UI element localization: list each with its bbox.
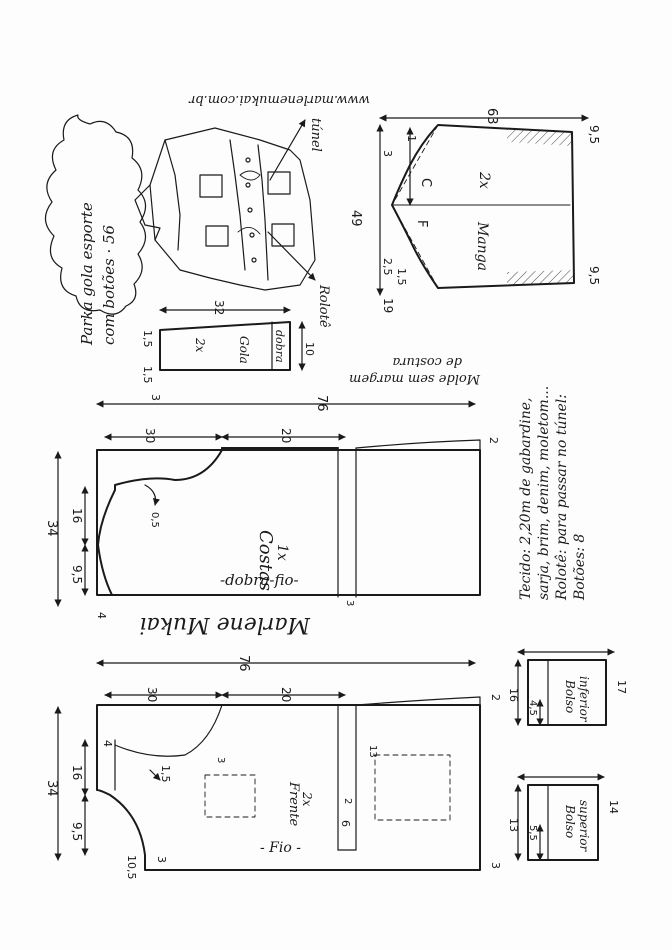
- bolso-inferior-name2: inferior: [577, 676, 591, 723]
- costas-dim-width: 76: [314, 395, 329, 412]
- bolso-superior-dim-13: 13: [507, 818, 520, 832]
- frente-name: Frente: [286, 781, 301, 827]
- gola-dim-left-top: 1,5: [141, 330, 154, 348]
- frente-dim-20: 20: [279, 687, 293, 702]
- costas-dim-30: 30: [143, 428, 157, 443]
- frente-piece: 76 30 20 34 16 9,5 10,5 3 4 1,5 6 2 3 13…: [44, 655, 502, 880]
- frente-dim-10-5: 10,5: [125, 855, 138, 880]
- frente-dim-2: 2: [342, 798, 353, 804]
- costas-name: Costas: [255, 530, 276, 591]
- gola-count: 2x: [193, 337, 207, 353]
- materials-text: Tecido: 2,20m de gabardine, sarja, brim,…: [518, 386, 588, 601]
- gola-fold: dobra: [273, 330, 286, 363]
- gola-piece: 32 1,5 1,5 10 3 2x Gola dobra: [141, 300, 316, 401]
- manga-dim-width: 63: [484, 108, 499, 125]
- bolso-superior-name1: Bolso: [563, 804, 577, 838]
- manga-dim-3: 3: [381, 150, 394, 157]
- costas-piece: 76 30 20 34 16 9,5 4 0,5 2 3 Costas 1x -…: [44, 395, 500, 619]
- frente-dim-3r: 3: [489, 862, 502, 869]
- costas-dim-20: 20: [279, 428, 293, 443]
- tunel-label: túnel: [308, 118, 323, 152]
- materials-line3: Rolotê: para passar no túnel:: [554, 394, 570, 601]
- frente-dim-4: 4: [101, 740, 114, 747]
- frente-grain: - Fio -: [260, 840, 301, 856]
- frente-dim-30: 30: [145, 687, 159, 702]
- materials-line4: Botões: 8: [572, 534, 588, 601]
- gola-dim-width: 32: [212, 300, 226, 315]
- website-url: www.marlenemukai.com.br: [188, 92, 370, 107]
- frente-dim-9-5: 9,5: [70, 822, 84, 841]
- frente-dim-34: 34: [44, 780, 59, 797]
- manga-piece: 63 49 9,5 9,5 3 1 2,5 1,5 19 C F 2x Mang…: [348, 108, 601, 313]
- rolote-label: Rolotê: [316, 284, 331, 328]
- title-line1: Parka gola esporte: [78, 202, 96, 346]
- costas-dim-9-5: 9,5: [70, 565, 84, 584]
- manga-letter-f: F: [414, 220, 429, 227]
- bolso-inferior-name1: Bolso: [563, 679, 577, 713]
- gola-name: Gola: [237, 336, 251, 364]
- costas-count: 1x: [274, 544, 290, 561]
- bolso-superior-name2: superior: [577, 800, 591, 852]
- manga-dim-bottom-right: 9,5: [587, 266, 601, 285]
- manga-letter-c: C: [418, 178, 433, 187]
- costas-dim-34: 34: [44, 520, 59, 537]
- frente-dim-1-5: 1,5: [159, 765, 172, 783]
- title-cloud: Parka gola esporte com botões · 56: [44, 114, 147, 346]
- gola-dim-3: 3: [149, 394, 162, 401]
- bolso-superior-dim-14: 14: [607, 800, 620, 814]
- bolso-superior-piece: 14 13 5,5 Bolso superior: [507, 773, 620, 861]
- frente-dim-16: 16: [70, 765, 84, 780]
- manga-dim-1-5: 1,5: [395, 268, 408, 286]
- manga-count: 2x: [476, 171, 492, 189]
- signature: Marlene Mukai: [139, 612, 311, 637]
- costas-dim-0-5: 0,5: [149, 512, 160, 528]
- manga-dim-top-right: 9,5: [587, 125, 601, 144]
- frente-dim-3-pocket: 3: [215, 757, 226, 763]
- costas-dim-2: 2: [487, 437, 500, 444]
- frente-count: 2x: [300, 791, 314, 807]
- materials-line2: sarja, brim, denim, moletom...: [536, 386, 552, 600]
- costas-fold: -dobra-fio-: [220, 571, 299, 589]
- frente-dim-13: 13: [367, 745, 378, 758]
- frente-dim-3: 3: [155, 856, 168, 863]
- note-line2: de costura: [393, 354, 463, 369]
- manga-dim-19: 19: [381, 298, 395, 313]
- frente-dim-2r: 2: [489, 694, 502, 701]
- costas-dim-16: 16: [70, 508, 84, 523]
- bolso-superior-dim-5-5: 5,5: [527, 825, 538, 841]
- bolso-inferior-dim-17: 17: [615, 680, 628, 694]
- gola-dim-height: 10: [303, 342, 316, 356]
- title-line2: com botões · 56: [100, 224, 118, 345]
- bolso-inferior-dim-4-5: 4,5: [527, 700, 538, 716]
- manga-dim-2-5: 2,5: [381, 258, 394, 276]
- manga-name: Manga: [474, 221, 490, 271]
- costas-dim-3: 3: [344, 600, 355, 606]
- gola-dim-left-bottom: 1,5: [141, 366, 154, 384]
- frente-dim-width: 76: [236, 655, 251, 672]
- frente-dim-6: 6: [339, 820, 352, 827]
- bolso-inferior-dim-16: 16: [507, 688, 520, 702]
- costas-dim-4: 4: [95, 612, 108, 619]
- parka-sketch: túnel Rolotê: [134, 118, 331, 328]
- note-line1: Molde sem margem: [349, 371, 481, 386]
- materials-line1: Tecido: 2,20m de gabardine,: [518, 397, 534, 600]
- bolso-inferior-piece: 17 16 4,5 Bolso inferior: [507, 648, 628, 726]
- manga-dim-1: 1: [405, 135, 418, 142]
- manga-dim-height: 49: [348, 210, 363, 227]
